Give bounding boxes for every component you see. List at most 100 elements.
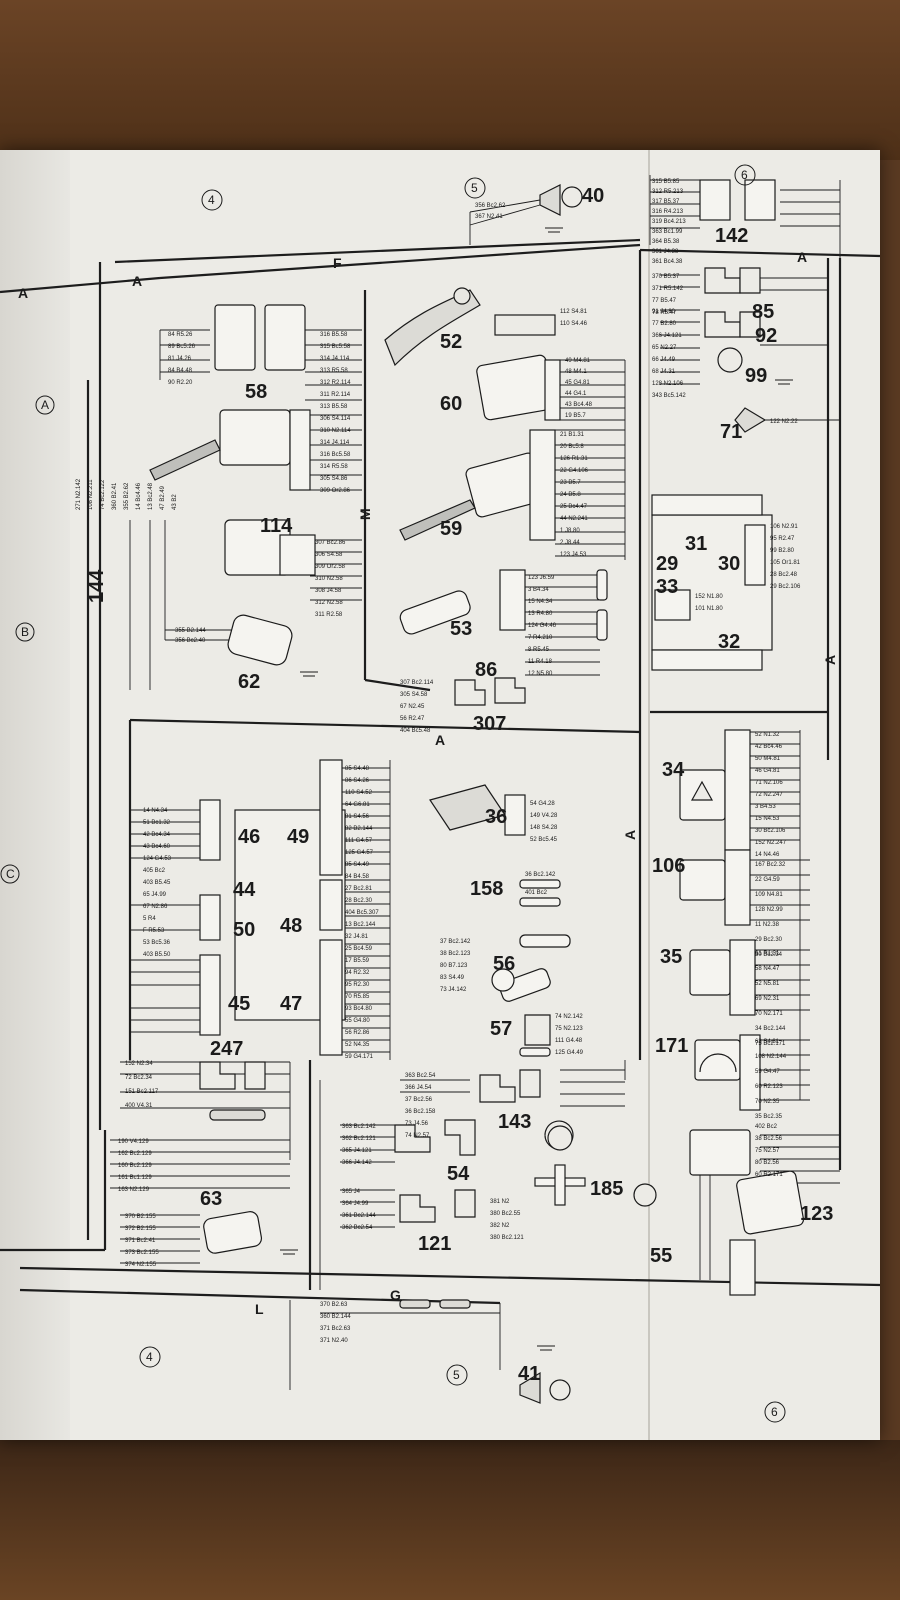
wire-label-c143-3: 36 Bc2.158: [405, 1109, 436, 1115]
component-44: 44: [233, 879, 256, 901]
wire-label-c85-2: 77 B5.47: [652, 298, 677, 304]
wire-label-c143-2: 37 Bc2.56: [405, 1097, 433, 1103]
wire-label-c34-4: 71 N2.106: [755, 780, 783, 786]
component-171: 171: [655, 1035, 688, 1057]
bus-label-a-left2: A: [132, 273, 142, 289]
wire-label-c49-block-7: 125 G4.57: [345, 850, 374, 856]
wire-label-c142-6: 364 B5.38: [652, 239, 680, 245]
sheet-markers: [0, 164, 786, 1423]
wire-label-c30-4: 28 Bc2.48: [770, 572, 798, 578]
wire-label-c144-3: 360 B2.41: [112, 482, 118, 510]
wire-label-c41-2: 371 Bc2.63: [320, 1326, 351, 1332]
component-36: 36: [485, 806, 507, 828]
wire-label-c35-6: 75 Bc2.171: [755, 1041, 786, 1047]
wire-label-c58-3: 84 B4.48: [168, 368, 193, 374]
wire-label-c143-4: 73 J4.56: [405, 1121, 429, 1127]
wire-label-c36-2: 148 S4.28: [530, 825, 558, 831]
wire-label-c57-0: 74 N2.142: [555, 1014, 583, 1020]
wire-label-c35-3: 69 N2.31: [755, 996, 780, 1002]
wire-label-c171-0: 63 S4.81: [755, 1039, 780, 1045]
zone-label-b: B: [21, 625, 29, 639]
wire-label-c106-2: 109 N4.81: [755, 892, 783, 898]
wire-label-c114-2: 309 Or2.58: [315, 564, 346, 570]
wire-label-c123-0: 402 Bc2: [755, 1124, 778, 1130]
bus-label-g: G: [390, 1287, 401, 1303]
component-106: 106: [652, 855, 685, 877]
wire-label-c59-8: 1 J8.80: [560, 528, 580, 534]
wire-label-c30-2: 99 B2.80: [770, 548, 795, 554]
wire-label-c171-3: 60 R2.123: [755, 1084, 783, 1090]
wire-label-c92-0: 91 J4.80: [652, 309, 676, 315]
wire-label-c59-7: 44 N2.241: [560, 516, 588, 522]
wire-label-c46-block-10: F R5.53: [143, 928, 165, 934]
wire-label-c34-5: 72 N2.247: [755, 792, 783, 798]
wire-label-c86-2: 67 N2.45: [400, 704, 425, 710]
wire-label-c123-2: 75 N2.57: [755, 1148, 780, 1154]
component-185: 185: [590, 1178, 623, 1200]
wire-label-c58-right-6: 313 B5.58: [320, 404, 348, 410]
wire-label-c49-block-18: 95 R2.30: [345, 982, 370, 988]
component-41: 41: [518, 1363, 540, 1385]
wire-label-c106-4: 11 N2.38: [755, 922, 780, 928]
component-46: 46: [238, 826, 260, 848]
sheet-fold-crease: [648, 150, 650, 1440]
wire-label-c46-block-5: 405 Bc2: [143, 868, 166, 874]
component-123: 123: [800, 1203, 833, 1225]
component-59: 59: [440, 518, 462, 540]
wire-label-c40-1: 367 N2.41: [475, 214, 503, 220]
wire-label-c46-block-4: 124 G4.53: [143, 856, 172, 862]
wire-label-c53-8: 12 N5.80: [528, 671, 553, 677]
wire-label-c52-0: 112 S4.81: [560, 309, 588, 315]
component-50: 50: [233, 919, 255, 941]
wire-label-c59-3: 22 G4.106: [560, 468, 589, 474]
wire-label-c36-1: 149 V4.28: [530, 813, 558, 819]
wire-label-c60-3: 44 G4.1: [565, 391, 587, 397]
wire-label-c30-0: 106 N2.91: [770, 524, 798, 530]
wire-label-c144-5: 14 Bc4.46: [136, 482, 142, 510]
component-number-labels: 40 142 85 92 99 58 52 60 71 114 59 31 29…: [86, 185, 833, 1385]
wire-label-c85-1: 371 R5.142: [652, 286, 684, 292]
wire-label-c46-block-8: 67 N2.86: [143, 904, 168, 910]
wire-label-c57-2: 111 G4.48: [555, 1038, 583, 1044]
wire-label-c106-6: 30 Bc2.34: [755, 952, 783, 958]
component-57: 57: [490, 1018, 512, 1040]
wire-label-bottom-bus-1: 162 Bc2.129: [118, 1151, 152, 1157]
wire-label-c58-right-12: 305 S4.86: [320, 476, 348, 482]
wire-label-c53-3: 13 R4.80: [528, 611, 553, 617]
wire-label-bottom-bus-2: 160 Bc2.129: [118, 1163, 152, 1169]
component-85: 85: [752, 301, 774, 323]
component-31: 31: [685, 533, 707, 555]
wire-label-c49-block-10: 27 Bc2.81: [345, 886, 373, 892]
wire-label-c58-right-2: 314 J4.114: [320, 356, 350, 362]
wire-label-c58-right-4: 312 R2.114: [320, 380, 351, 386]
component-54: 54: [447, 1163, 470, 1185]
component-71: 71: [720, 421, 742, 443]
wire-label-c54-2: 365 J4.121: [342, 1148, 372, 1154]
wire-label-c49-block-24: 59 G4.171: [345, 1054, 374, 1060]
wire-label-c59-9: 2 J8.44: [560, 540, 580, 546]
wire-label-c92-4: 66 J4.49: [652, 357, 676, 363]
wire-label-c58-right-10: 316 Bc5.58: [320, 452, 351, 458]
wire-label-c171-4: 70 N2.35: [755, 1099, 780, 1105]
wire-label-c35-4: 70 N2.171: [755, 1011, 783, 1017]
wire-label-c54-0: 363 Bc2.142: [342, 1124, 376, 1130]
wire-label-c85-3: 78 R5.47: [652, 310, 677, 316]
wire-label-c53-0: 123 J6.59: [528, 575, 555, 581]
bus-label-a-mid: A: [622, 830, 638, 840]
component-144: 144: [86, 569, 108, 603]
wire-label-c49-block-11: 28 Bc2.30: [345, 898, 373, 904]
wire-label-c92-5: 68 J4.31: [652, 369, 676, 375]
wire-label-c49-block-13: 13 Bc2.144: [345, 922, 376, 928]
wire-label-c144-8: 43 B2: [172, 494, 178, 510]
wire-label-c41-1: 360 B2.144: [320, 1314, 351, 1320]
wire-label-c59-4: 23 B5.7: [560, 480, 581, 486]
wire-label-c46-block-7: 65 J4.99: [143, 892, 167, 898]
wire-label-c144-2: 74 Bc2.122: [100, 479, 106, 510]
wire-label-c247-1: 72 Bc2.34: [125, 1075, 153, 1081]
cardboard-background-bottom: [0, 1440, 900, 1600]
component-247: 247: [210, 1038, 243, 1060]
component-40: 40: [582, 185, 604, 207]
wire-label-c86-4: 404 Bc5.48: [400, 728, 431, 734]
wire-label-c143-5: 74 N2.57: [405, 1133, 430, 1139]
wire-label-c158-0: 36 Bc2.142: [525, 872, 556, 878]
